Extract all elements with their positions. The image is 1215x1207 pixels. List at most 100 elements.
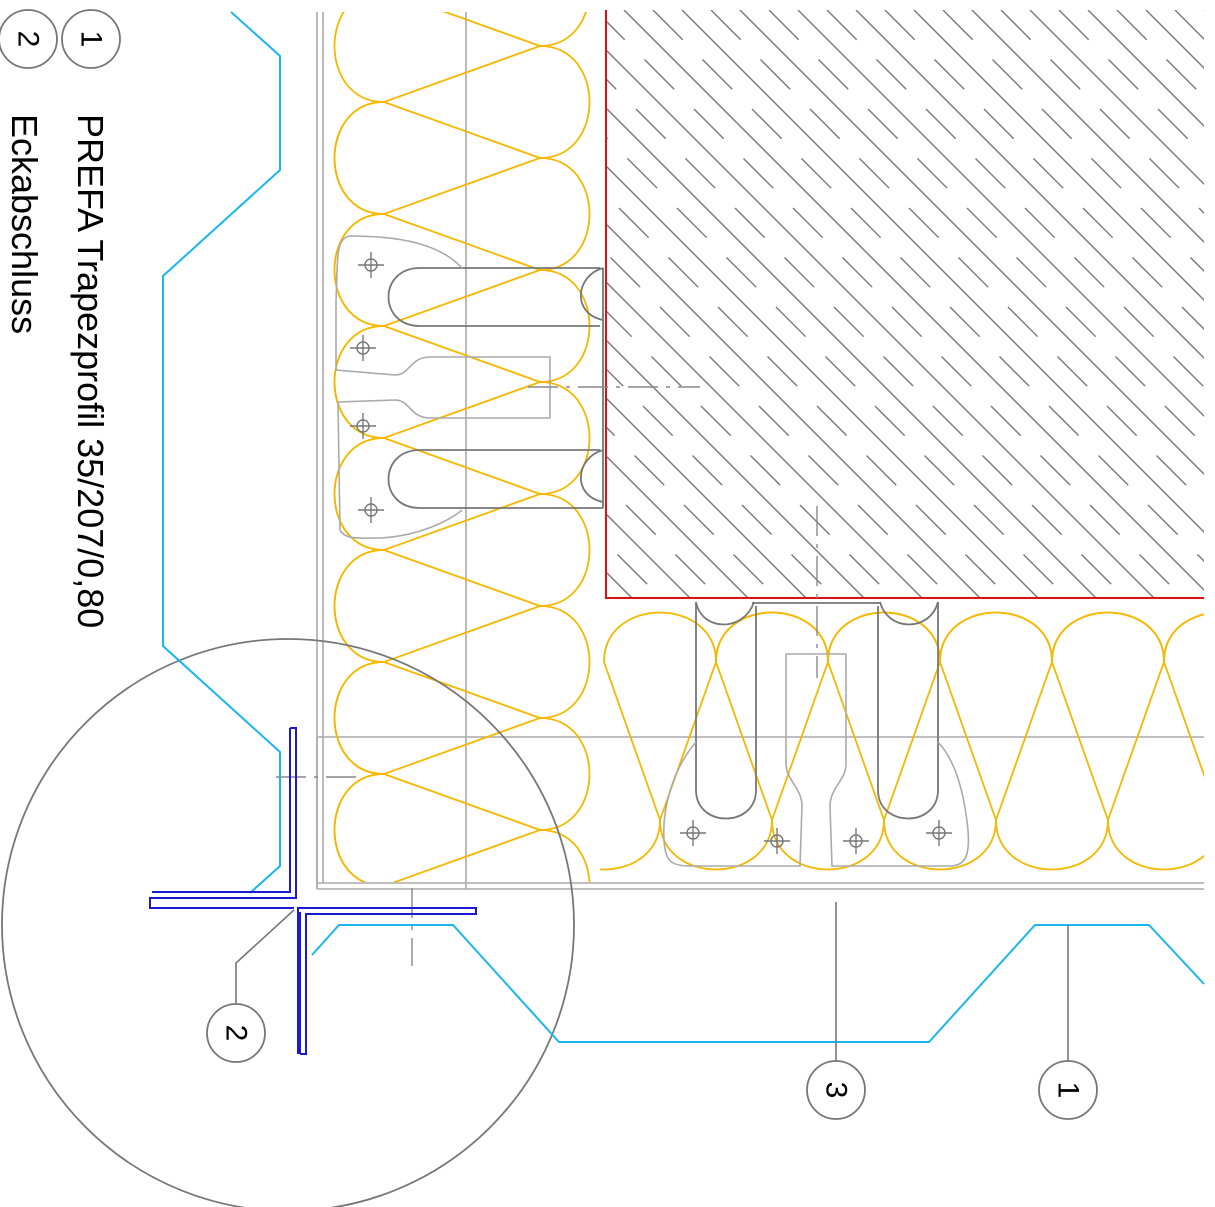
hatch-line [606, 339, 865, 598]
callout-1-number: 1 [1052, 1082, 1085, 1099]
insulation-loop [333, 269, 591, 439]
hatch-line-dashed [1116, 10, 1204, 98]
hatch-line [739, 10, 1204, 475]
insulation-loop [333, 45, 591, 215]
insulation-horizontal [600, 611, 1204, 871]
hatch-line [913, 10, 1204, 301]
insulation-loop [335, 886, 541, 1110]
legend-item-1: 1 PREFA Trapezprofil 35/207/0,80 [61, 9, 121, 628]
hatch-line [606, 455, 749, 598]
hatch-line-dashed [768, 10, 1204, 446]
insulation-loop [333, 12, 587, 103]
insulation-loop [603, 611, 829, 821]
hatch-line [855, 10, 1204, 359]
corner-trim [149, 727, 477, 1055]
hatch-line-dashed [606, 136, 1068, 598]
hatch-line-dashed [606, 310, 894, 598]
hatch-line [606, 281, 923, 598]
hatch-line [1029, 10, 1204, 185]
substructure-lines [316, 12, 1204, 890]
insulation-loop [333, 549, 541, 775]
insulation-loop [333, 661, 541, 882]
wall-bracket-left [387, 267, 604, 509]
legend-item-2-label: Eckabschluss [4, 114, 45, 334]
insulation-loop [715, 611, 941, 821]
hatch-line [606, 165, 1039, 598]
hatch-line [681, 10, 1204, 533]
hatch-line [606, 107, 1097, 598]
insulation-loop [539, 829, 591, 882]
hatch-line-dashed [606, 426, 778, 598]
hatch-line [606, 49, 1155, 598]
insulation-loop [333, 381, 591, 551]
insulation-loop [827, 611, 1053, 821]
insulation-loop [333, 493, 591, 663]
callout-leaders [235, 902, 1069, 1062]
insulation-loop [883, 611, 1053, 871]
hatch-line-dashed [1000, 10, 1204, 214]
hatch-line-dashed [884, 10, 1204, 330]
hatch-line [1203, 10, 1204, 11]
insulation-loop [1163, 661, 1204, 778]
anchor-symbol [350, 335, 376, 361]
trapezoidal-profile-vertical [162, 11, 281, 894]
hatch-line-dashed [710, 10, 1204, 504]
insulation-loop [995, 611, 1165, 871]
hatch-line-dashed [942, 10, 1204, 272]
anchor-symbol [358, 497, 384, 523]
callout-1: 1 [1038, 1060, 1098, 1120]
legend-item-2: 2 Eckabschluss [0, 9, 58, 334]
insulation-loop [333, 605, 591, 775]
wall-bracket-bottom [695, 601, 939, 820]
insulation-loop [333, 12, 541, 215]
trapezoidal-profile [162, 11, 1205, 1043]
insulation-loop [1051, 613, 1204, 821]
hatch-line [606, 223, 981, 598]
hatch-line [606, 571, 633, 598]
hatch-line [623, 10, 1204, 591]
insulation-loop [333, 437, 541, 663]
legend: 1 PREFA Trapezprofil 35/207/0,80 2 Eckab… [0, 9, 121, 628]
insulation-loop [333, 717, 591, 882]
legend-item-1-number: 1 [75, 31, 108, 48]
hatch-line-dashed [652, 10, 1204, 562]
legend-item-1-bubble [61, 9, 121, 69]
anchor-symbols [350, 252, 952, 854]
hatch-line-dashed [606, 252, 952, 598]
concrete-wall [605, 10, 1204, 599]
insulation-loop [600, 611, 717, 871]
bracket-base-plate-left [335, 235, 551, 539]
hatch-line [971, 10, 1204, 243]
insulation-vertical [333, 12, 591, 1110]
callout-2-number: 2 [220, 1025, 253, 1042]
hatch-line [797, 10, 1204, 417]
wall-outline [605, 10, 1204, 599]
insulation-loop [333, 325, 541, 551]
insulation-loop [659, 611, 829, 871]
insulation-loop [333, 101, 541, 327]
anchor-symbol [350, 413, 376, 439]
detail-circle [1, 638, 575, 1207]
hatch-line-dashed [606, 484, 720, 598]
insulation-loop [383, 773, 541, 831]
anchor-symbol [764, 828, 790, 854]
bracket-base-plate-bottom [662, 653, 970, 867]
callout-3: 3 [806, 1060, 866, 1120]
anchor-symbol [843, 828, 869, 854]
hatch-line [1087, 10, 1204, 127]
anchor-symbol [926, 820, 952, 846]
insulation-loop [1107, 613, 1204, 871]
legend-item-2-bubble [0, 9, 58, 69]
hatch-line-dashed [606, 194, 1010, 598]
hatch-line-dashed [1174, 10, 1204, 40]
hatch-line-dashed [606, 20, 1184, 598]
insulation-loop [939, 611, 1165, 821]
anchor-symbol [358, 252, 384, 278]
hatch-line-dashed [1058, 10, 1204, 156]
legend-item-1-label: PREFA Trapezprofil 35/207/0,80 [70, 114, 111, 628]
hatch-line [606, 397, 807, 598]
hatch-line [606, 513, 691, 598]
concrete-hatching [606, 10, 1204, 598]
anchor-symbol [680, 820, 706, 846]
